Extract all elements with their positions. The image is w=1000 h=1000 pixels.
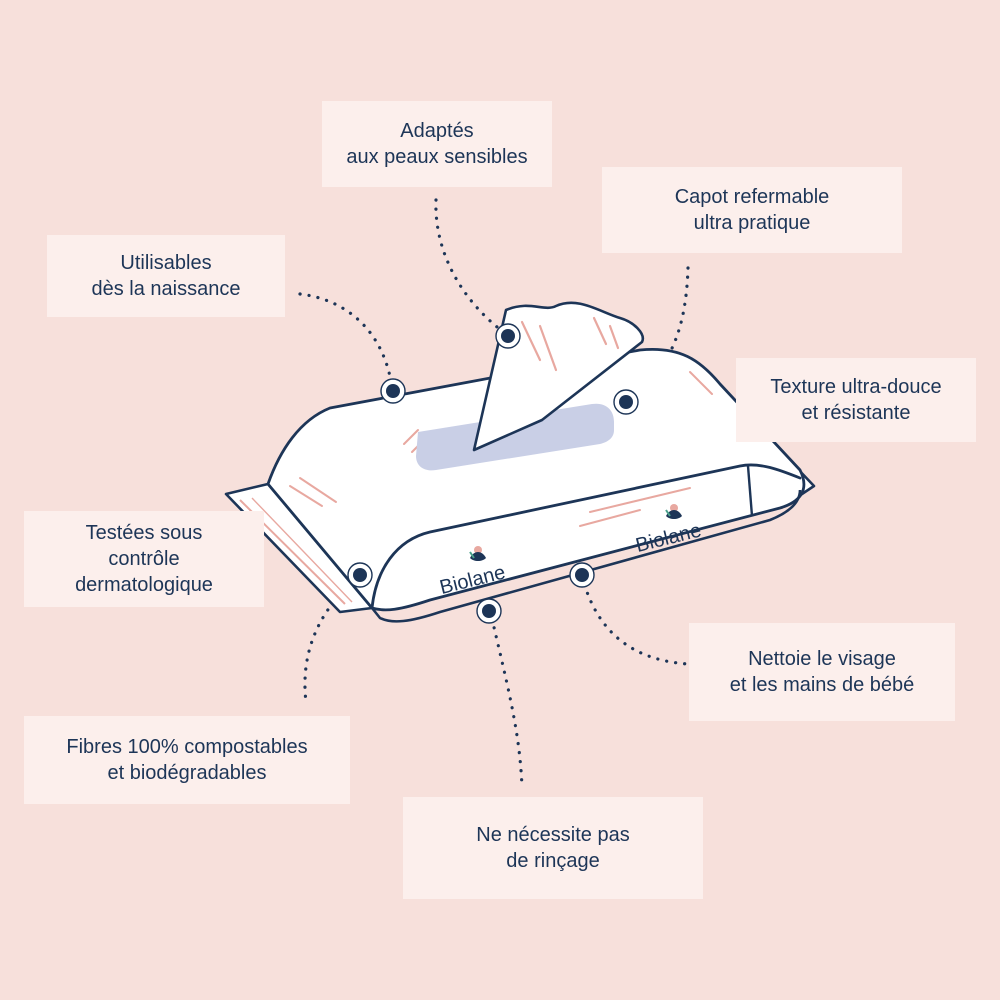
callout-peaux-sensibles: Adaptés aux peaux sensibles [322, 101, 552, 187]
callout-rincage: Ne nécessite pas de rinçage [403, 797, 703, 899]
callout-text: Texture ultra-douce [770, 376, 942, 398]
callout-text: Testées sous [85, 522, 203, 544]
callout-text: et résistante [801, 402, 911, 424]
callout-text: Ne nécessite pas [476, 824, 630, 846]
callout-text: aux peaux sensibles [346, 146, 528, 168]
marker-dot-nettoie [569, 562, 595, 588]
marker-dot-peaux [495, 323, 521, 349]
marker-dots [347, 323, 639, 624]
callout-text: Adaptés [400, 120, 474, 142]
marker-dot-rincage [476, 598, 502, 624]
connector-naissance [298, 292, 394, 390]
connector-rincage [488, 608, 524, 790]
callout-capot-refermable: Capot refermable ultra pratique [602, 167, 902, 253]
callout-text: et biodégradables [107, 762, 267, 784]
callout-fibres: Fibres 100% compostables et biodégradabl… [24, 716, 350, 804]
callout-dermatologique: Testées sous contrôle dermatologique [24, 511, 264, 607]
callout-text: dermatologique [75, 574, 213, 596]
callout-text: contrôle [108, 548, 180, 570]
callout-texture: Texture ultra-douce et résistante [736, 358, 976, 442]
callout-text: et les mains de bébé [729, 674, 915, 696]
marker-dot-naissance [380, 378, 406, 404]
callout-text: Utilisables [120, 252, 212, 274]
connector-nettoie [580, 574, 690, 666]
marker-dot-capot [613, 389, 639, 415]
connector-peaux [434, 198, 508, 336]
callout-text: ultra pratique [693, 212, 811, 234]
callout-nettoie: Nettoie le visage et les mains de bébé [689, 623, 955, 721]
callout-text: de rinçage [506, 850, 600, 872]
logo-mark-right [665, 504, 682, 519]
callout-text: Fibres 100% compostables [66, 736, 308, 758]
logo-mark-left [469, 546, 486, 561]
callout-text: dès la naissance [91, 278, 241, 300]
callout-text: Capot refermable [674, 186, 830, 208]
callout-naissance: Utilisables dès la naissance [47, 235, 285, 317]
marker-dot-dermato [347, 562, 373, 588]
callout-text: Nettoie le visage [748, 648, 896, 670]
lid-window [416, 403, 614, 471]
